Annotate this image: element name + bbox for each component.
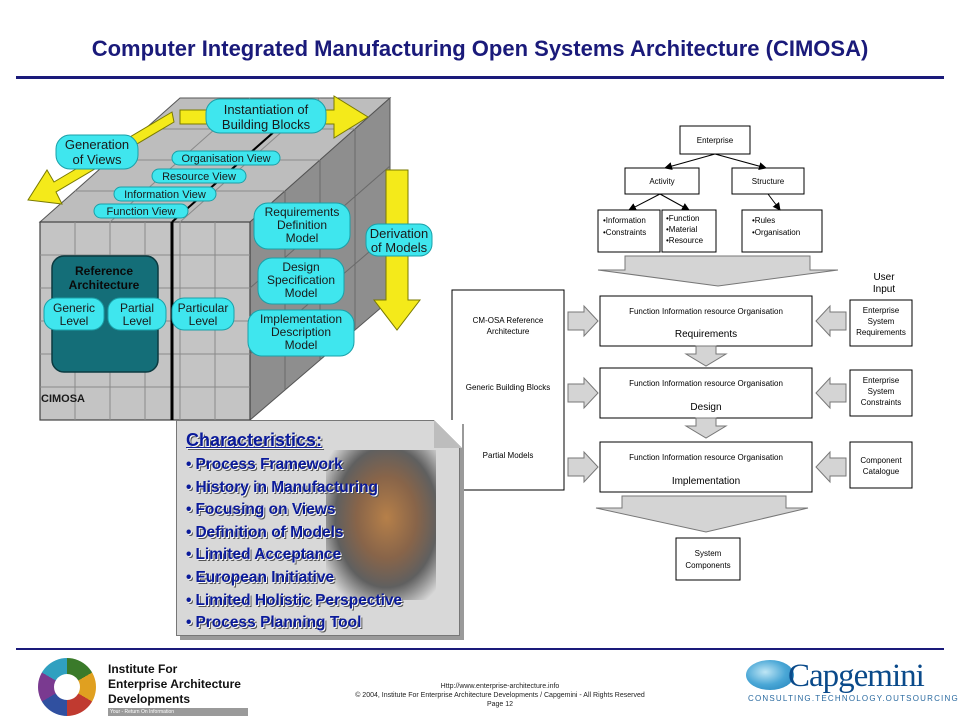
structure-node: Structure — [752, 177, 785, 186]
requirements-model-1: Requirements — [265, 205, 340, 219]
reference-label-1: Reference — [75, 264, 133, 278]
characteristics-box: Characteristics: •Process Framework •His… — [176, 420, 466, 642]
information-view-label: Information View — [124, 189, 206, 201]
capgemini-name: Capgemini — [788, 658, 925, 694]
generation-label-1: Generation — [65, 137, 129, 152]
characteristics-photo — [326, 450, 436, 600]
footer-url[interactable]: Http://www.enterprise-architecture.info — [440, 683, 560, 690]
list-item: •Definition of Models — [186, 523, 344, 541]
implementation-model-2: Description — [271, 325, 331, 339]
req-box-2: System — [868, 317, 895, 326]
ifead-logo: Institute For Enterprise Architecture De… — [30, 654, 270, 718]
implementation-model-1: Implementation — [260, 312, 342, 326]
con-box-3: Constraints — [861, 398, 901, 407]
list-item: •Process Planning Tool — [186, 614, 362, 632]
derivation-label-1: Derivation — [370, 226, 429, 241]
list-item: •History in Manufacturing — [186, 478, 379, 496]
generation-label-2: of Views — [73, 152, 122, 167]
cimosa-label: CIMOSA — [41, 393, 85, 405]
stage-implementation: Implementation — [672, 476, 740, 487]
requirements-header: Function Information resource Organisati… — [629, 307, 783, 316]
requirements-model-2: Definition — [277, 218, 327, 232]
design-model-3: Model — [285, 286, 318, 300]
list-item: •Process Framework — [186, 456, 343, 473]
req-box-3: Requirements — [856, 328, 906, 337]
cat-box-2: Catalogue — [863, 467, 900, 476]
design-header: Function Information resource Organisati… — [629, 379, 783, 388]
rules-node-2: •Organisation — [752, 228, 800, 237]
info-node-2: •Constraints — [603, 228, 646, 237]
reference-architecture-2: Architecture — [487, 327, 530, 336]
partial-level-2: Level — [123, 314, 152, 328]
activity-node: Activity — [649, 177, 674, 186]
list-item: •Limited Holistic Perspective — [186, 591, 403, 609]
info-node-1: •Information — [603, 216, 646, 225]
requirements-model-3: Model — [286, 231, 319, 245]
function-node-1: •Function — [666, 214, 699, 223]
list-item: •Limited Acceptance — [186, 546, 342, 564]
ifead-name: Institute For Enterprise Architecture De… — [108, 662, 241, 706]
cube-bubbles — [43, 98, 433, 357]
particular-level-2: Level — [189, 314, 218, 328]
con-box-1: Enterprise — [863, 376, 900, 385]
function-node-2: •Material — [666, 225, 697, 234]
rules-node-1: •Rules — [752, 216, 775, 225]
ifead-tagline: Your - Return On Information — [110, 709, 175, 715]
design-model-1: Design — [282, 260, 319, 274]
characteristics-title: Characteristics: — [186, 430, 323, 450]
ifead-tagline-bar — [108, 708, 248, 716]
req-box-1: Enterprise — [863, 306, 900, 315]
footer-rule — [16, 648, 944, 650]
function-node-3: •Resource — [666, 236, 704, 245]
enterprise-node: Enterprise — [697, 136, 734, 145]
title-rule — [16, 76, 944, 79]
user-input-2: Input — [873, 284, 895, 295]
capgemini-tagline: CONSULTING.TECHNOLOGY.OUTSOURCING — [748, 694, 959, 703]
con-box-2: System — [868, 387, 895, 396]
instantiation-label-1: Instantiation of — [224, 102, 309, 117]
cimosa-flow — [451, 125, 913, 581]
particular-level-1: Particular — [178, 301, 229, 315]
implementation-header: Function Information resource Organisati… — [629, 453, 783, 462]
footer: Http://www.enterprise-architecture.info … — [290, 682, 710, 709]
list-item: •European Initiative — [186, 568, 335, 586]
cat-box-1: Component — [860, 456, 902, 465]
page-title: Computer Integrated Manufacturing Open S… — [91, 36, 869, 61]
stage-design: Design — [690, 402, 721, 413]
list-item: •Focusing on Views — [186, 501, 336, 519]
stage-requirements: Requirements — [675, 329, 737, 340]
generic-building-blocks: Generic Building Blocks — [466, 383, 550, 392]
user-input-1: User — [873, 272, 895, 283]
footer-page: Page 12 — [486, 701, 514, 708]
page-fold — [434, 420, 462, 448]
design-model-2: Specification — [267, 273, 335, 287]
characteristics-list: •Process Framework •History in Manufactu… — [186, 454, 402, 635]
capgemini-logo: Capgemini CONSULTING.TECHNOLOGY.OUTSOURC… — [746, 654, 958, 706]
function-view-label: Function View — [107, 206, 176, 218]
organisation-view-label: Organisation View — [181, 153, 270, 165]
resource-view-label: Resource View — [162, 171, 236, 183]
ifead-emblem-icon — [38, 658, 96, 716]
system-components-1: System — [695, 549, 722, 558]
system-components-2: Components — [685, 561, 730, 570]
instantiation-label-2: Building Blocks — [222, 117, 311, 132]
partial-level-1: Partial — [120, 301, 154, 315]
generic-level-1: Generic — [53, 301, 95, 315]
reference-label-2: Architecture — [69, 278, 140, 292]
footer-copyright: © 2004, Institute For Enterprise Archite… — [355, 692, 645, 699]
implementation-model-3: Model — [285, 338, 318, 352]
partial-models: Partial Models — [483, 451, 534, 460]
reference-architecture-1: CM-OSA Reference — [473, 316, 544, 325]
capgemini-spade-icon — [746, 660, 794, 690]
generic-level-2: Level — [60, 314, 89, 328]
derivation-label-2: of Models — [371, 240, 428, 255]
